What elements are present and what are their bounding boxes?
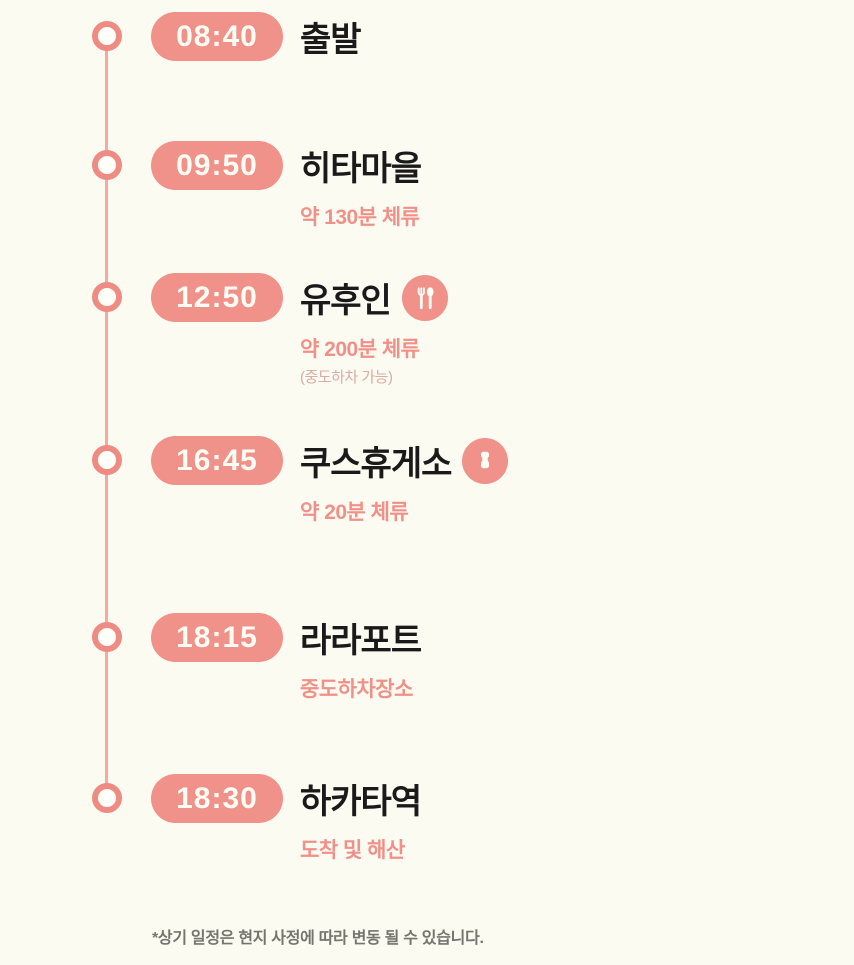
time-badge: 18:30 bbox=[151, 774, 283, 823]
stopover-label: 중도하차장소 bbox=[300, 678, 413, 701]
time-badge: 08:40 bbox=[151, 12, 283, 61]
timeline-item-yufuin: 12:50 유후인 약 200분 체류 (중도하차 가능) bbox=[151, 273, 448, 387]
restaurant-icon bbox=[401, 274, 448, 321]
schedule-disclaimer: *상기 일정은 현지 사정에 따라 변동 될 수 있습니다. bbox=[152, 930, 484, 947]
timeline-node bbox=[92, 622, 122, 652]
timeline-node bbox=[92, 150, 122, 180]
stop-title: 유후인 bbox=[300, 282, 392, 320]
timeline-item-hita: 09:50 히타마을 약 130분 체류 bbox=[151, 141, 422, 231]
stopover-note: (중도하차 가능) bbox=[300, 369, 393, 386]
stop-title: 히타마을 bbox=[300, 150, 422, 188]
timeline-item-hakata: 18:30 하카타역 도착 및 해산 bbox=[151, 774, 422, 864]
time-badge: 09:50 bbox=[151, 141, 283, 190]
stay-duration: 약 20분 체류 bbox=[300, 501, 409, 524]
stay-duration: 약 200분 체류 bbox=[300, 338, 420, 361]
time-badge: 18:15 bbox=[151, 613, 283, 662]
timeline-node bbox=[92, 445, 122, 475]
stop-title: 라라포트 bbox=[300, 622, 422, 660]
arrival-label: 도착 및 해산 bbox=[300, 839, 405, 862]
stop-title: 하카타역 bbox=[300, 783, 422, 821]
bottle-icon bbox=[462, 437, 509, 484]
stop-title: 출발 bbox=[300, 21, 362, 59]
time-badge: 16:45 bbox=[151, 436, 283, 485]
timeline-item-lalaport: 18:15 라라포트 중도하차장소 bbox=[151, 613, 422, 703]
time-badge: 12:50 bbox=[151, 273, 283, 322]
stop-title: 쿠스휴게소 bbox=[300, 445, 452, 483]
timeline-node bbox=[92, 21, 122, 51]
timeline-item-departure: 08:40 출발 bbox=[151, 12, 362, 61]
stay-duration: 약 130분 체류 bbox=[300, 206, 420, 229]
timeline-item-kusu: 16:45 쿠스휴게소 약 20분 체류 bbox=[151, 436, 509, 526]
timeline-node bbox=[92, 783, 122, 813]
timeline-line bbox=[105, 36, 108, 798]
timeline-node bbox=[92, 282, 122, 312]
